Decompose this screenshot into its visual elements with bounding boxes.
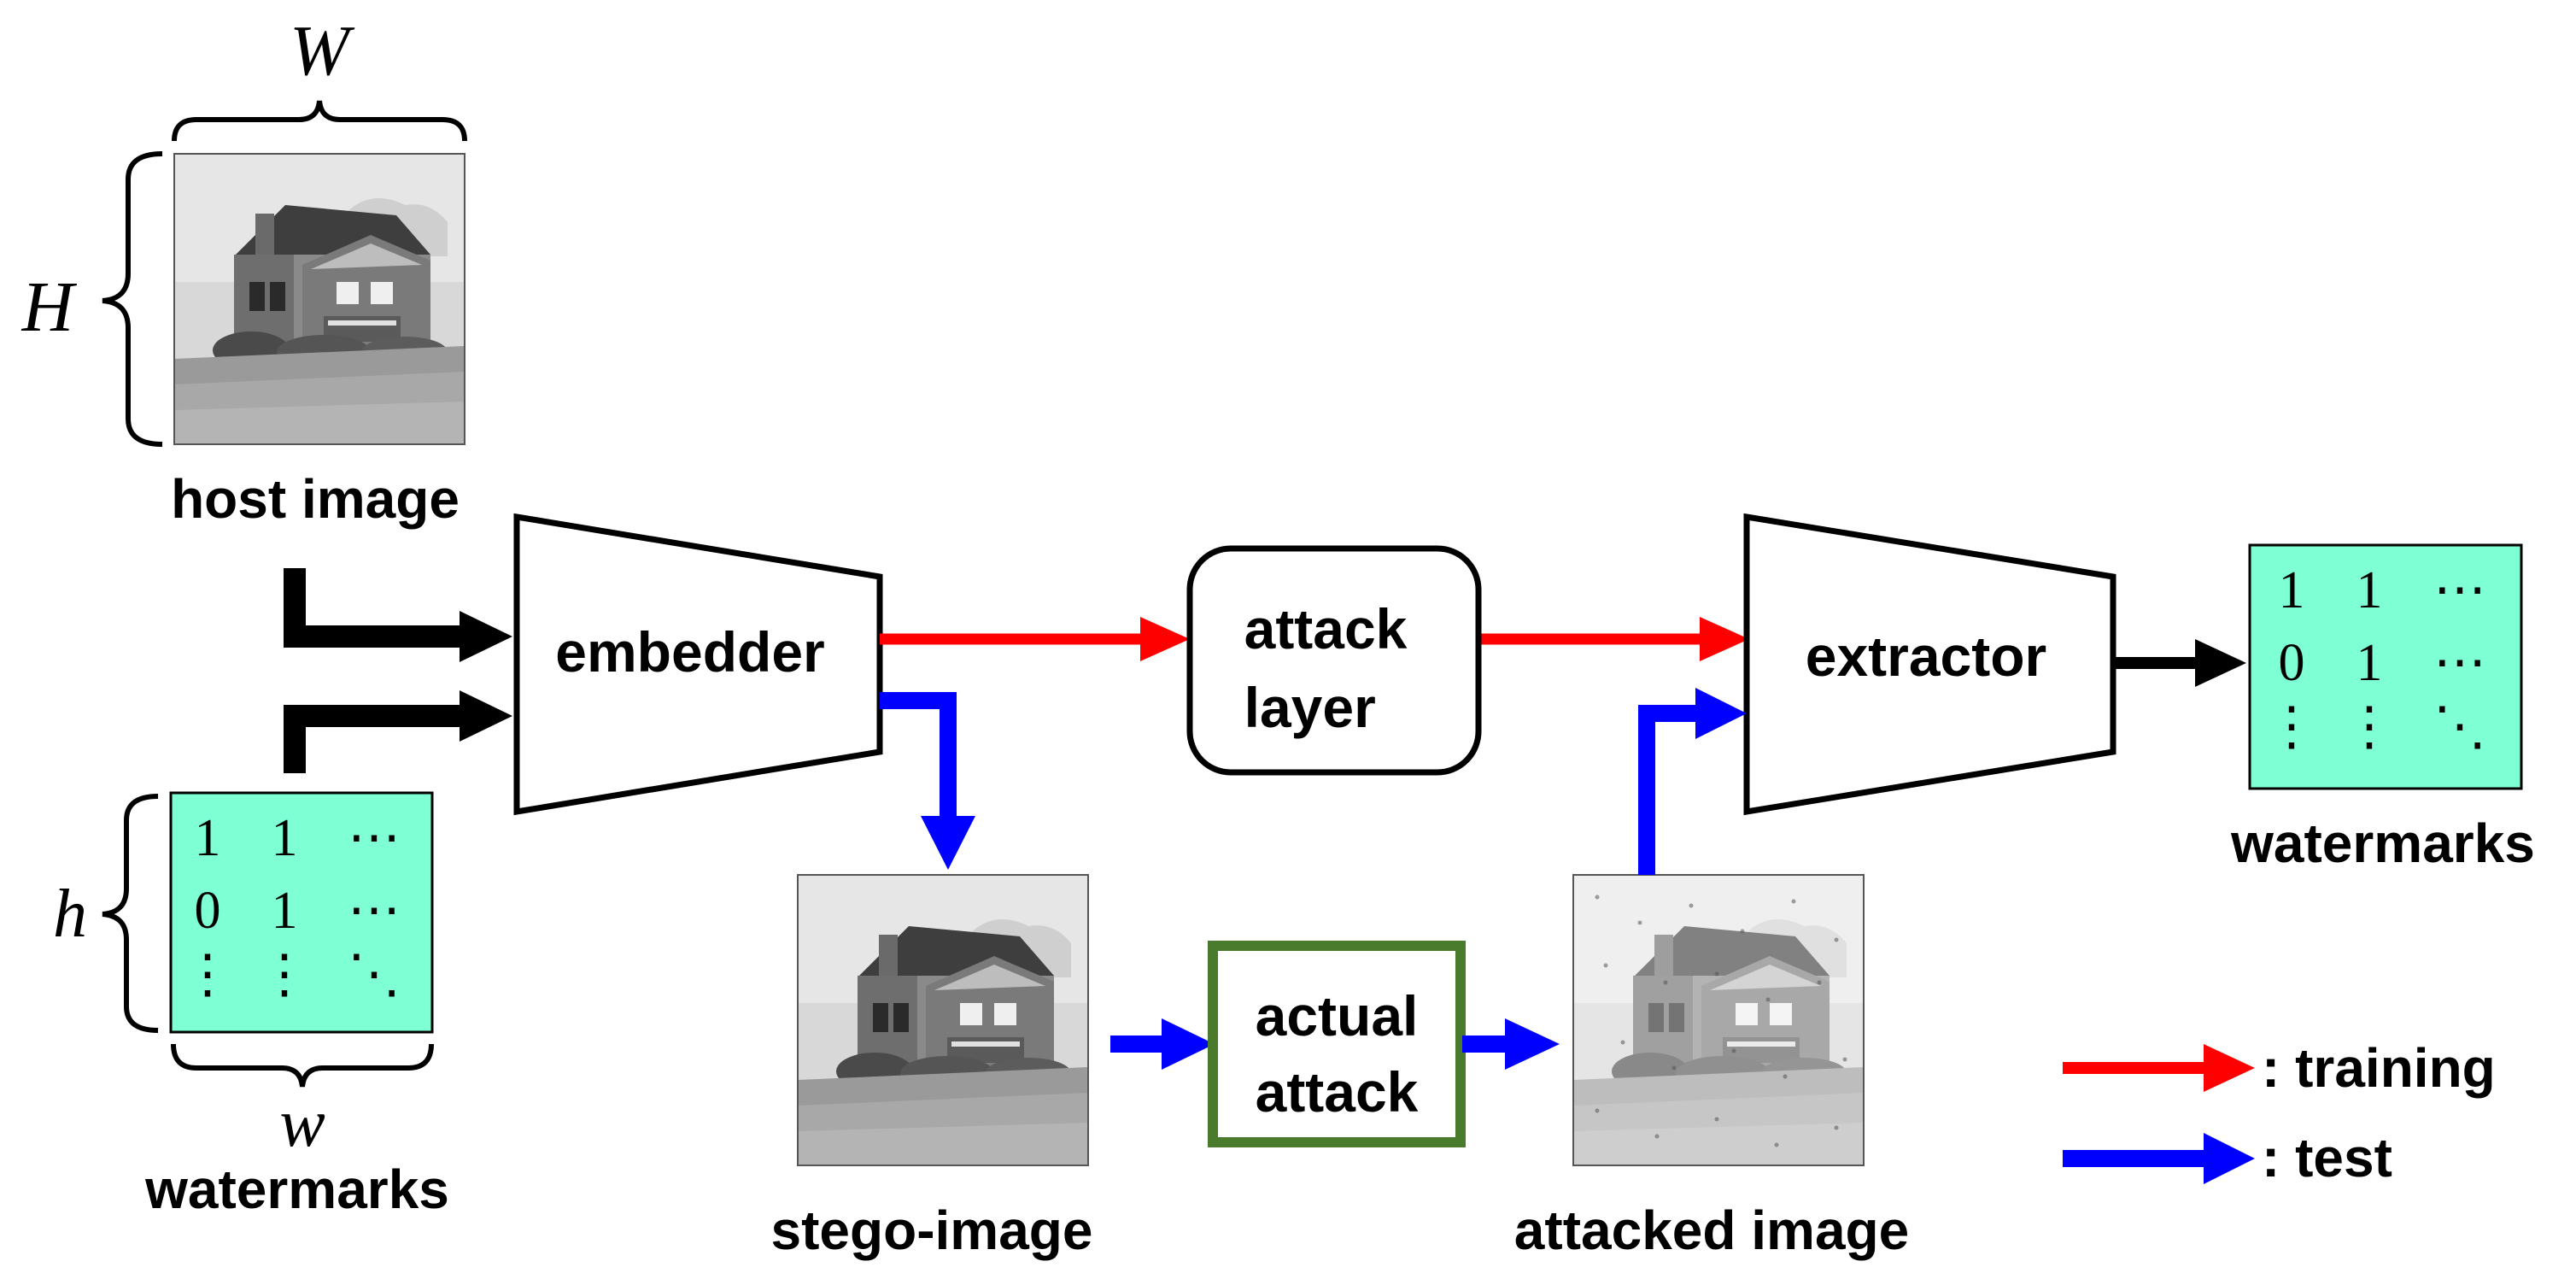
- attack-layer-to-extractor-arrowhead: [1700, 617, 1749, 661]
- host-to-embedder-arrowhead: [460, 611, 512, 662]
- attacked-image: [1572, 874, 1865, 1166]
- watermark-matrix-output: [2248, 543, 2523, 790]
- host-image: [173, 153, 465, 445]
- watermark-matrix-input: [169, 791, 434, 1034]
- height-brace-upper: [102, 151, 163, 447]
- stego-to-actual-attack-arrowhead: [1162, 1018, 1215, 1070]
- embedder-to-stego-arrow: [880, 692, 957, 820]
- extractor-to-watermark-arrowhead: [2195, 639, 2246, 687]
- embedder-to-stego-arrowhead: [921, 816, 975, 870]
- height-brace-lower: [102, 794, 159, 1033]
- watermark-to-embedder-arrow: [284, 705, 461, 773]
- actual-attack-block: [1208, 941, 1466, 1147]
- watermark-to-embedder-arrowhead: [460, 690, 512, 742]
- attack-layer-block: [1186, 545, 1482, 776]
- actual-attack-to-attacked-arrowhead: [1505, 1018, 1560, 1070]
- stego-image: [797, 874, 1089, 1166]
- legend-test-arrowhead: [2204, 1133, 2255, 1184]
- legend-training-arrowhead: [2204, 1044, 2255, 1092]
- extractor-block: [1743, 513, 2116, 816]
- embedder-to-attack-layer-arrowhead: [1140, 617, 1190, 661]
- attacked-to-extractor-arrow: [1638, 705, 1700, 875]
- width-brace-upper: [172, 100, 467, 142]
- attacked-to-extractor-arrowhead: [1695, 688, 1747, 739]
- embedder-block: [513, 513, 883, 816]
- width-brace-lower: [171, 1043, 434, 1088]
- host-to-embedder-arrow: [284, 568, 461, 648]
